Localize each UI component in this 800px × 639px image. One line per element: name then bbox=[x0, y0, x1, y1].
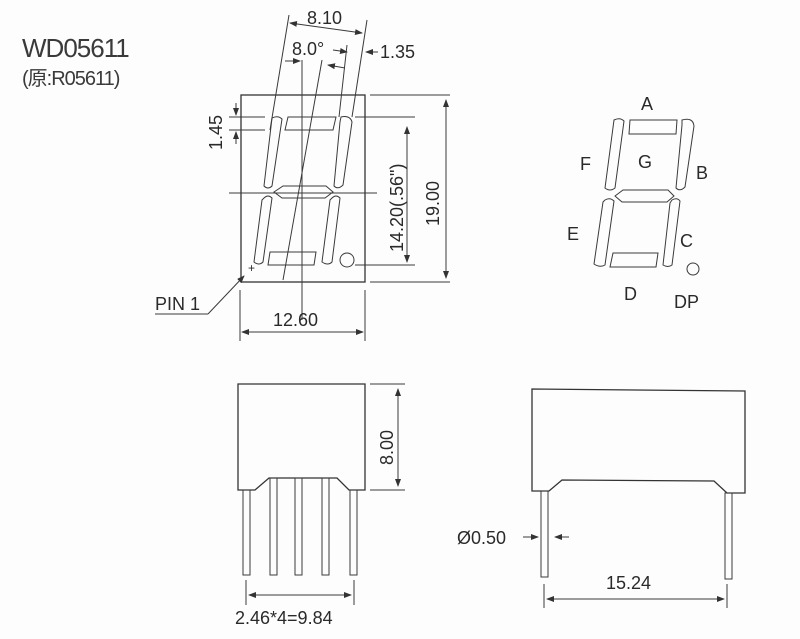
side-body bbox=[237, 383, 366, 491]
dim-digit-offset: 1.35 bbox=[380, 42, 415, 62]
segment-c bbox=[321, 195, 341, 265]
legend-segment-d bbox=[609, 252, 659, 268]
label-a: A bbox=[641, 94, 653, 114]
segment-legend: A B C D E F G DP bbox=[567, 94, 708, 312]
label-e: E bbox=[567, 224, 579, 244]
segment-d bbox=[267, 251, 317, 266]
dim-pin-diameter: Ø0.50 bbox=[457, 528, 506, 548]
label-dp: DP bbox=[674, 292, 699, 312]
side-view: 8.00 2.46*4=9.84 bbox=[235, 383, 405, 628]
dim-top-width: 8.10 bbox=[307, 8, 342, 28]
part-number: WD05611 bbox=[22, 33, 130, 63]
pin1-label: PIN 1 bbox=[155, 294, 200, 314]
body-outline bbox=[240, 94, 366, 283]
legend-segment-g bbox=[614, 189, 675, 203]
label-b: B bbox=[696, 163, 708, 183]
dim-body-width: 12.60 bbox=[273, 310, 318, 330]
end-view: Ø0.50 15.24 bbox=[457, 388, 746, 608]
dim-pin-pitch: 2.46*4=9.84 bbox=[235, 608, 333, 628]
dim-body-depth: 8.00 bbox=[377, 430, 397, 465]
pin bbox=[724, 492, 733, 580]
segment-f bbox=[263, 116, 283, 189]
dim-digit-height: 14.20(.56") bbox=[387, 164, 407, 252]
pin bbox=[294, 477, 303, 576]
segment-e bbox=[253, 195, 273, 265]
label-c: C bbox=[680, 231, 693, 251]
segment-b bbox=[333, 116, 353, 189]
legend-segment-a bbox=[628, 119, 678, 135]
segment-a bbox=[284, 116, 337, 131]
front-view: 8.10 8.0° 1.35 1.45 14.20(.56") bbox=[155, 8, 450, 341]
segment-dp bbox=[339, 252, 355, 268]
pin bbox=[269, 477, 278, 576]
legend-segment-dp bbox=[686, 262, 700, 276]
legend-segment-f bbox=[604, 118, 625, 191]
label-g: G bbox=[638, 152, 652, 172]
legend-segment-e bbox=[593, 198, 615, 267]
dim-slant-angle: 8.0° bbox=[292, 39, 324, 59]
segment-g bbox=[273, 185, 334, 199]
label-d: D bbox=[624, 284, 637, 304]
legend-segment-b bbox=[675, 118, 695, 191]
pin bbox=[540, 490, 549, 578]
dim-row-spacing: 15.24 bbox=[606, 573, 651, 593]
pin bbox=[349, 489, 358, 576]
dim-segment-height: 1.45 bbox=[206, 115, 226, 150]
pin bbox=[242, 489, 251, 576]
dim-body-height: 19.00 bbox=[423, 181, 443, 226]
alt-part-number: (原:R05611) bbox=[22, 68, 120, 90]
svg-text:+: + bbox=[248, 261, 255, 275]
label-f: F bbox=[580, 154, 591, 174]
pin bbox=[321, 477, 330, 576]
end-body bbox=[531, 388, 746, 494]
legend-segment-c bbox=[662, 198, 681, 267]
